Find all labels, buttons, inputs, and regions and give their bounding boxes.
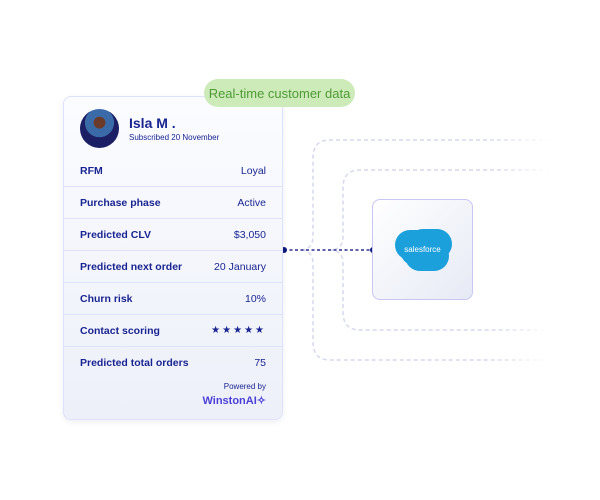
realtime-data-badge: Real-time customer data [204,79,355,107]
attribute-row-contact-scoring: Contact scoring ★★★★★ [64,315,282,347]
attribute-value: 75 [254,357,266,369]
attribute-row-churn-risk: Churn risk 10% [64,283,282,315]
attribute-label: Predicted total orders [80,357,189,369]
powered-by: Powered by WinstonAI✧ [203,382,267,407]
attribute-value: 10% [244,292,266,305]
attribute-row-total-orders: Predicted total orders 75 [64,347,282,379]
winstonai-logo: WinstonAI✧ [202,395,267,407]
attribute-label: Predicted next order [80,260,183,273]
star-rating-icon: ★★★★★ [211,325,266,336]
attribute-label: RFM [80,164,103,177]
attribute-row-next-order: Predicted next order 20 January [64,251,282,283]
profile-header: Isla M . Subscribed 20 November [80,109,219,148]
attribute-list: RFM Loyal Purchase phase Active Predicted … [64,155,282,379]
attribute-row-purchase-phase: Purchase phase Active [64,187,282,219]
attribute-label: Churn risk [80,292,133,305]
attribute-row-predicted-clv: Predicted CLV $3,050 [64,219,282,251]
attribute-value: Loyal [240,164,266,177]
subscribed-date: Subscribed 20 November [129,133,220,142]
attribute-value: Active [237,196,266,209]
customer-name: Isla M . [129,115,176,131]
attribute-label: Purchase phase [80,196,161,209]
attribute-row-rfm: RFM Loyal [64,155,282,187]
attribute-value: $3,050 [233,228,266,241]
attribute-label: Contact scoring [80,324,160,337]
salesforce-logo-icon: salesforce [399,233,446,266]
attribute-value: 20 January [214,260,266,273]
avatar [80,109,119,148]
powered-by-label: Powered by [223,382,266,391]
salesforce-integration-tile: salesforce [372,199,473,300]
attribute-label: Predicted CLV [80,228,151,241]
customer-profile-card: Isla M . Subscribed 20 November RFM Loyal… [63,96,283,420]
